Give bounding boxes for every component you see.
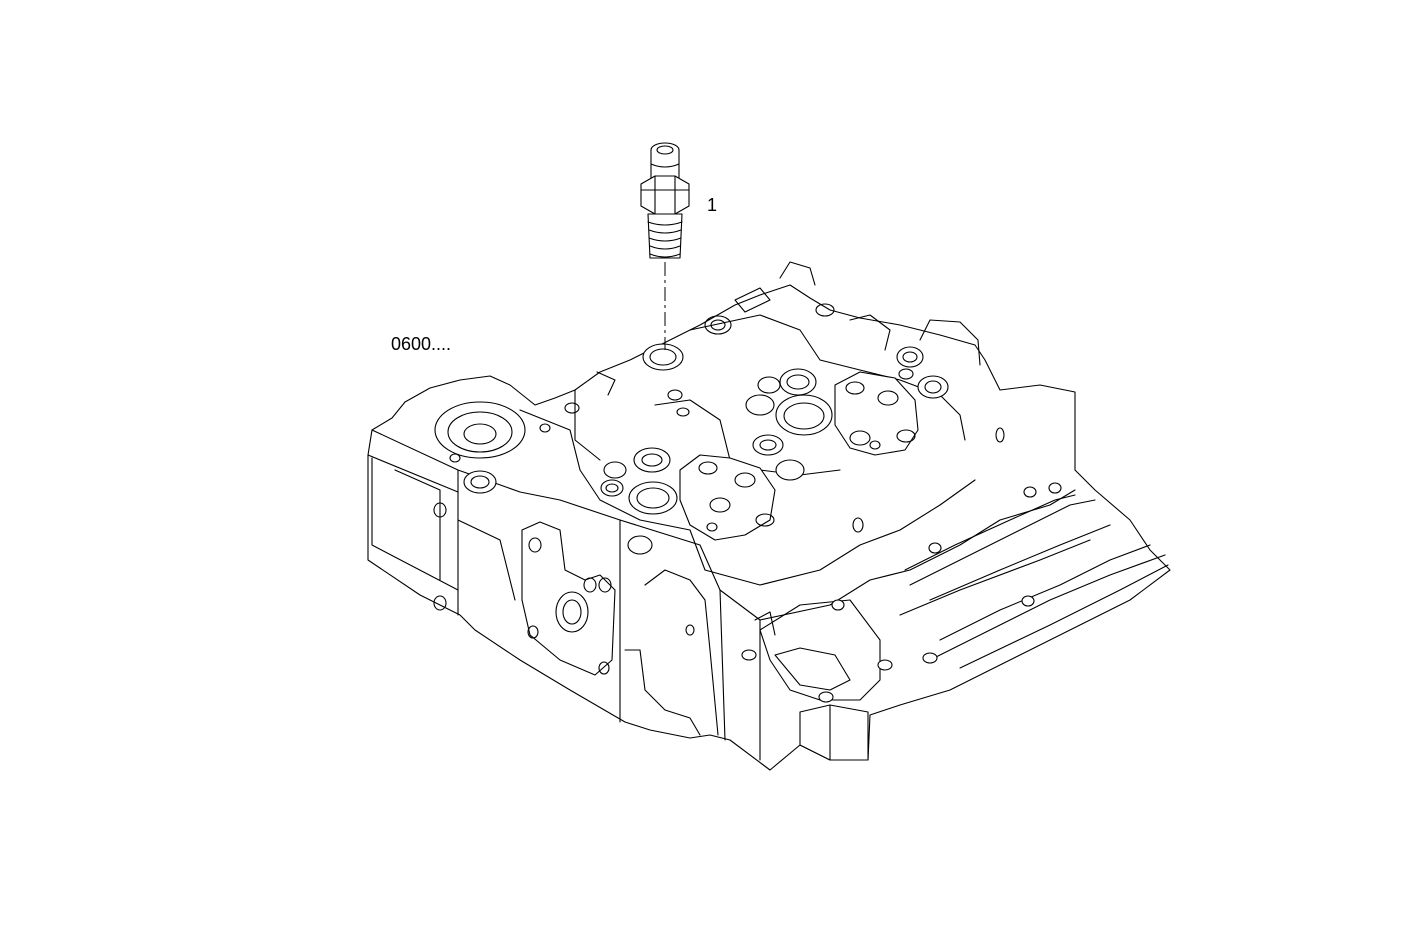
cylinder-head-assembly xyxy=(367,261,1171,771)
hose-connector-fitting xyxy=(640,142,690,350)
assembly-reference-label: 0600.... xyxy=(391,334,451,354)
part-callout-label: 1 xyxy=(707,195,717,215)
